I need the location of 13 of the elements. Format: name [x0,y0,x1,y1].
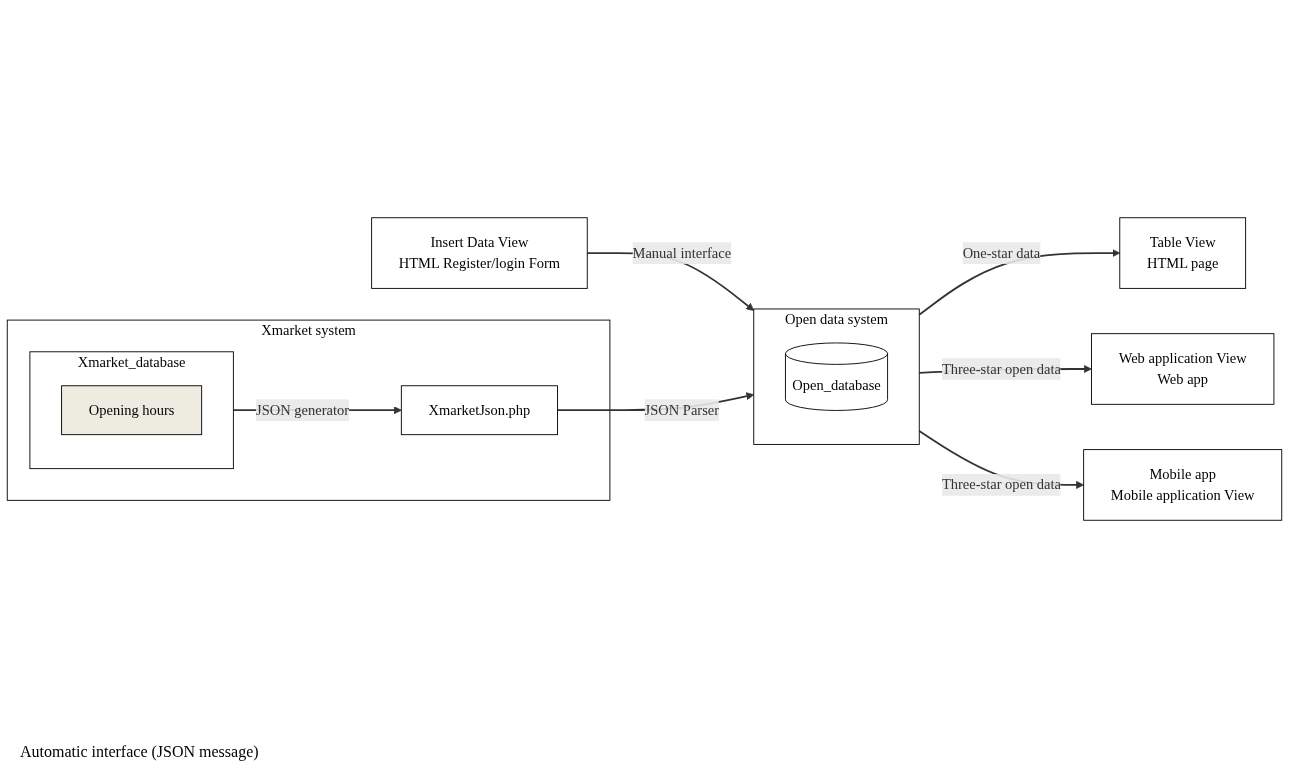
node-box: Insert Data View HTML Register/login Form [371,216,588,289]
edge-label: JSON Parser [644,401,720,417]
node-box: Web application View Web app [1091,332,1275,405]
edge-label: JSON generator [256,401,349,417]
node-box: Table View HTML page [1119,216,1247,289]
edge-label: One-star data [962,244,1041,260]
edge-label: Three-star open data [941,360,1061,376]
note-text: Automatic interface (JSON message) [20,743,259,760]
edge-label: Three-star open data [941,476,1061,492]
node-box: XmarketJson.php [400,384,558,435]
edge-label: Manual interface [632,244,732,260]
node-box: Opening hours [61,384,203,435]
node-box: Mobile app Mobile application View [1083,448,1283,521]
